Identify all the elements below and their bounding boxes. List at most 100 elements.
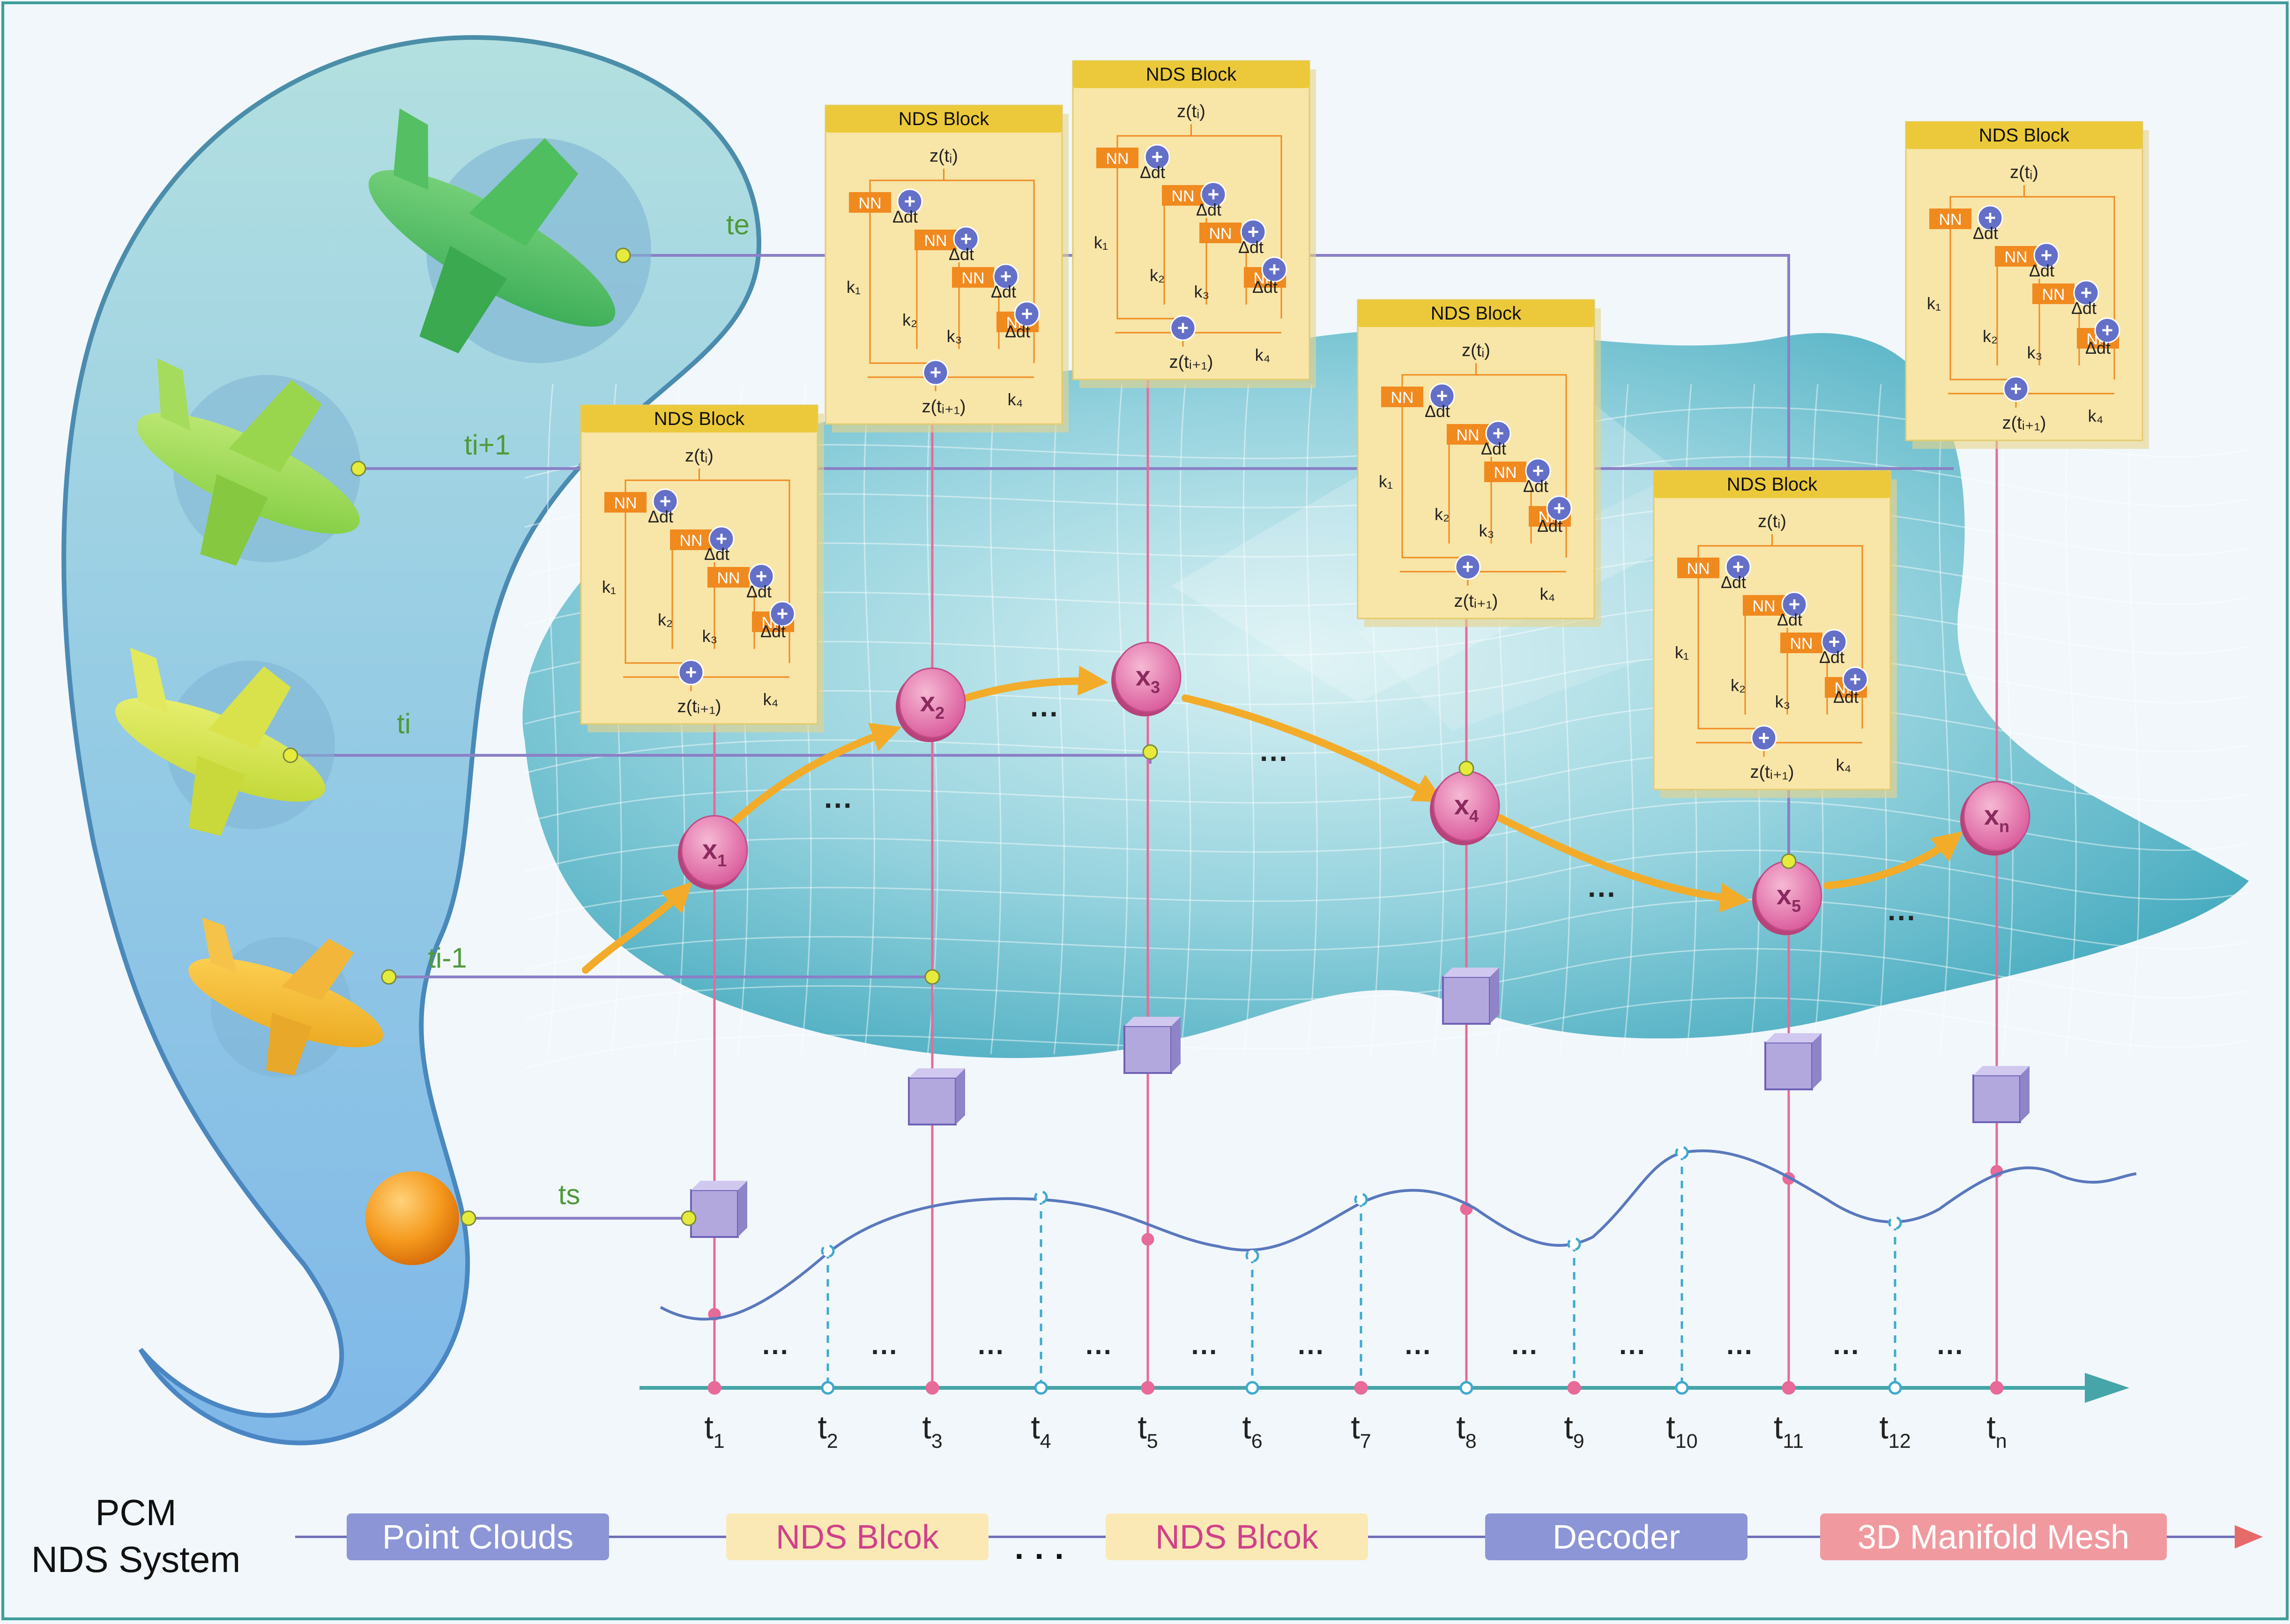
plane-light-green: [137, 358, 360, 566]
delta-dt-label: Δdt: [1252, 277, 1278, 297]
nn-box: [2032, 283, 2074, 304]
tick-label-7: t7: [1351, 1409, 1371, 1453]
axis-ellipsis: ···: [1833, 1337, 1860, 1367]
pipeline-ellipsis: · · ·: [1015, 1538, 1066, 1574]
state-node-label: xn: [1984, 800, 2009, 836]
nds-block-4: NDS Blockz(tᵢ)z(tᵢ₊₁)NNNNNNNN+++++ΔdtΔdt…: [1357, 299, 1601, 627]
nn-label: NN: [717, 569, 740, 587]
pipeline-title-line2: NDS System: [31, 1539, 240, 1580]
plus-circle: [748, 563, 774, 589]
plus-sign: +: [1021, 303, 1033, 325]
nds-block-z-out: z(tᵢ₊₁): [1454, 591, 1498, 611]
k4-label: k₄: [1008, 390, 1023, 409]
k4-label: k₄: [763, 690, 779, 709]
nn-box: [670, 529, 712, 550]
time-label-ts: ts: [558, 1179, 580, 1210]
sample-point: [1888, 1216, 1902, 1230]
nds-block-2: NDS Blockz(tᵢ)z(tᵢ₊₁)NNNNNNNN+++++ΔdtΔdt…: [825, 104, 1069, 432]
pipeline-step-box: [726, 1513, 989, 1560]
pipeline-step-box: [1485, 1513, 1747, 1560]
plus-circle: [1725, 554, 1751, 580]
time-label-tim1: ti-1: [428, 942, 467, 974]
plus-sign: +: [1208, 183, 1219, 205]
plus-circle: [1455, 554, 1481, 580]
pipeline-step-5: 3D Manifold Mesh: [1820, 1513, 2167, 1560]
k3-label: k₃: [702, 626, 718, 646]
nn-label: NN: [1390, 389, 1413, 407]
axis-ellipsis: ···: [1726, 1337, 1754, 1367]
k1-label: k₁: [1094, 233, 1108, 252]
tick-dot: [1990, 1381, 2004, 1395]
nn-label: NN: [924, 232, 947, 250]
plus-circle: [897, 188, 923, 215]
nn-label: NN: [1494, 464, 1517, 482]
trajectory-ellipsis-2: ···: [1030, 698, 1059, 730]
state-node-xn: xn: [1960, 781, 2030, 856]
nds-block-header: [1073, 61, 1309, 88]
plus-sign: +: [960, 228, 972, 250]
tick-label-12: t12: [1879, 1409, 1911, 1453]
plus-sign: +: [1177, 317, 1189, 339]
nds-block-5: NDS Blockz(tᵢ)z(tᵢ₊₁)NNNNNNNN+++++ΔdtΔdt…: [1653, 470, 1897, 798]
pipeline-step-box: [347, 1513, 609, 1560]
nn-box: [1995, 246, 2037, 267]
sample-dashed-lines: [821, 1146, 1902, 1388]
nn-box: [1780, 633, 1822, 653]
nn-label: NN: [1752, 597, 1775, 615]
tick-label-6: t6: [1242, 1409, 1262, 1453]
state-node-x2: x2: [896, 667, 966, 742]
nn-box: [1096, 148, 1138, 168]
nds-block-6: NDS Blockz(tᵢ)z(tᵢ₊₁)NNNNNNNN+++++ΔdtΔdt…: [1905, 121, 2149, 449]
delta-dt-label: Δdt: [1721, 573, 1746, 592]
nn-box: [1743, 595, 1785, 616]
plus-sign: +: [1462, 556, 1474, 578]
plus-sign: +: [1532, 460, 1544, 482]
nds-block-title: NDS Block: [1727, 474, 1818, 495]
tick-dot: [1141, 1381, 1155, 1395]
plus-circle: [652, 488, 678, 514]
sample-point: [1034, 1190, 1048, 1204]
state-node-label: x1: [702, 834, 727, 870]
nn-box: [1484, 462, 1526, 482]
nds-block-z-out: z(tᵢ₊₁): [677, 697, 721, 716]
k2-label: k₂: [1150, 266, 1165, 285]
plane-green: [368, 108, 616, 354]
cube-4: [1442, 968, 1499, 1025]
nn-box: [915, 230, 957, 250]
tick-dot: [707, 1381, 721, 1395]
tick-dot: [1245, 1381, 1259, 1395]
tick-dot: [1567, 1381, 1581, 1395]
nn-label: NN: [1171, 187, 1194, 205]
state-node-x3: x3: [1111, 641, 1182, 716]
plus-sign: +: [2041, 244, 2052, 266]
tick-label-5: t5: [1138, 1409, 1158, 1453]
trajectory-arrows: [582, 665, 1963, 974]
nds-block-header: [1358, 300, 1594, 327]
state-node-x1: x1: [678, 815, 748, 890]
delta-dt-label: Δdt: [1425, 402, 1450, 421]
plus-sign: +: [904, 190, 916, 212]
sample-point: [1675, 1146, 1689, 1160]
plus-sign: +: [1493, 422, 1504, 444]
trajectory-ellipsis-5: ···: [1888, 902, 1917, 934]
delta-dt-label: Δdt: [949, 245, 974, 264]
state-node-x4: x4: [1430, 770, 1500, 845]
axis-ellipsis: ···: [1511, 1337, 1539, 1367]
plus-circle: [1546, 495, 1572, 521]
sample-point: [1245, 1249, 1259, 1263]
plus-sign: +: [1850, 668, 1861, 690]
axis-ellipsis: ···: [1405, 1337, 1432, 1367]
plus-circle: [1751, 725, 1777, 751]
k1-label: k₁: [602, 577, 616, 596]
nn-box: [1199, 223, 1242, 243]
time-label-ti1: ti+1: [464, 429, 510, 461]
state-node-label: x5: [1777, 880, 1801, 916]
tick-label-9: t9: [1564, 1409, 1584, 1453]
state-node-label: x2: [920, 687, 944, 723]
tick-label-10: t10: [1666, 1409, 1697, 1453]
k2-label: k₂: [1435, 505, 1450, 524]
nds-block-z-in: z(tᵢ): [1758, 512, 1786, 531]
plus-sign: +: [2102, 319, 2113, 341]
cube-2: [908, 1068, 965, 1125]
